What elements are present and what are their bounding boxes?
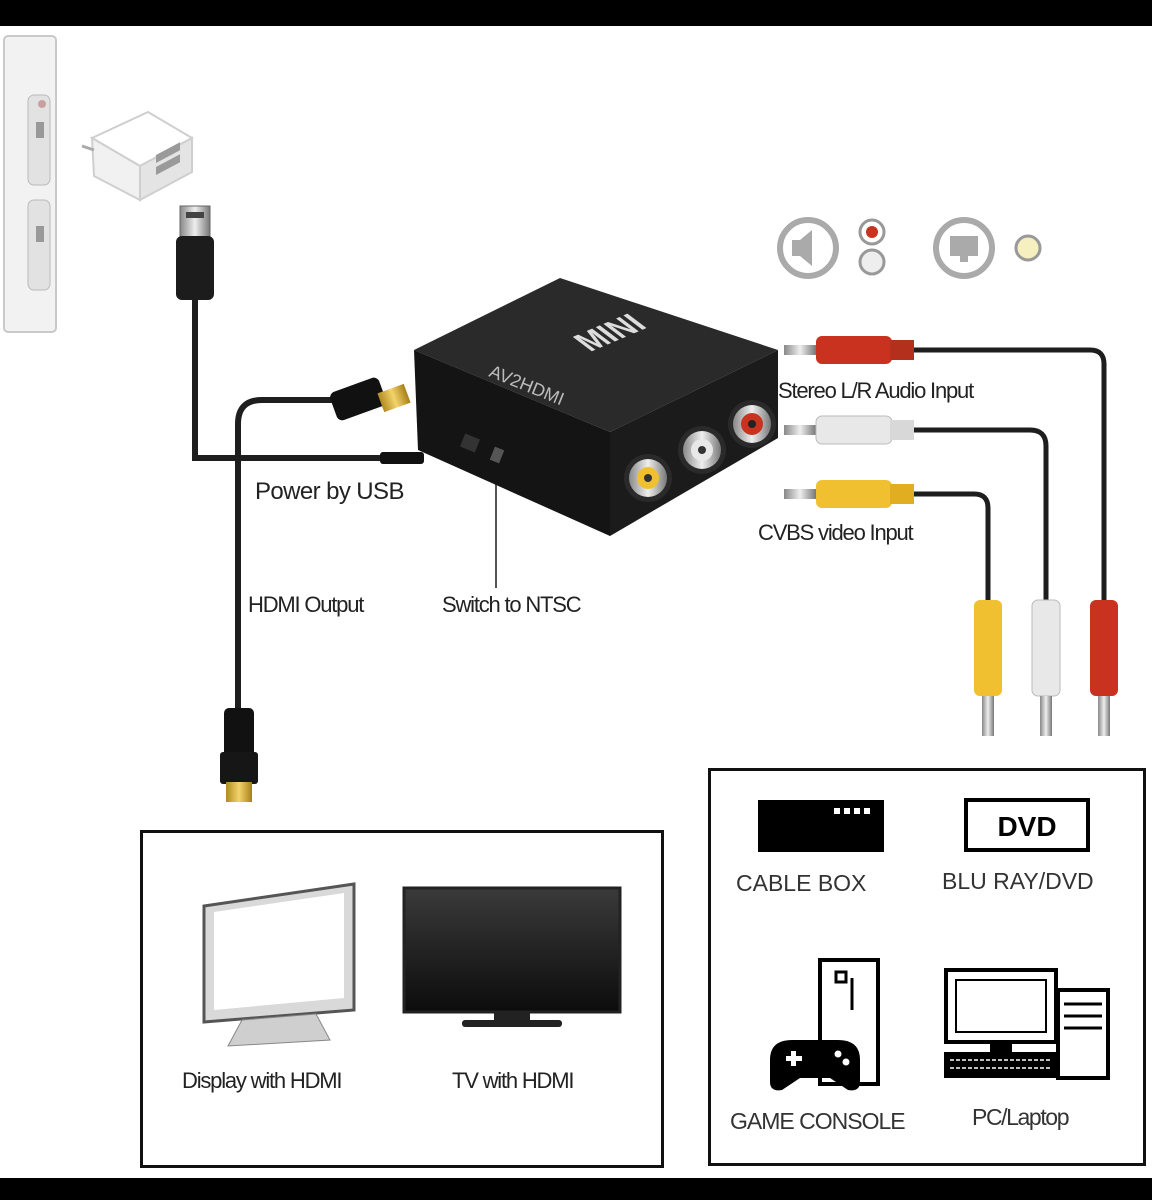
- rca-cable-yellow: [784, 480, 1002, 736]
- device-jack-white: [678, 426, 726, 474]
- display-with-hdmi-label: Display with HDMI: [182, 1068, 342, 1093]
- switch-to-ntsc-label: Switch to NTSC: [442, 592, 582, 617]
- usb-power-adapter: [81, 110, 195, 202]
- hdmi-cable: [220, 377, 411, 802]
- cable-box-label: CABLE BOX: [736, 870, 867, 896]
- dvd-logo-icon: DVD: [964, 798, 1090, 852]
- speaker-icon: [777, 217, 839, 279]
- game-console-icon: [770, 958, 880, 1091]
- dvd-logo-text: DVD: [997, 811, 1056, 842]
- stereo-audio-input-label: Stereo L/R Audio Input: [778, 378, 974, 403]
- game-console-label: GAME CONSOLE: [730, 1108, 906, 1134]
- rca-cable-red: [784, 336, 1118, 736]
- power-by-usb-label: Power by USB: [255, 478, 404, 505]
- pc-laptop-icon: [944, 968, 1110, 1080]
- device-jack-yellow: [624, 454, 672, 502]
- cvbs-video-input-label: CVBS video Input: [758, 520, 914, 545]
- bottom-border: [0, 1178, 1152, 1200]
- tv-icon: [402, 886, 622, 1027]
- blu-ray-dvd-label: BLU RAY/DVD: [942, 868, 1094, 894]
- pc-laptop-label: PC/Laptop: [972, 1104, 1069, 1130]
- wall-outlet: [3, 35, 57, 333]
- audio-jack-icon: [858, 218, 886, 276]
- source-devices-frame: [708, 768, 1146, 1166]
- video-jack-icon: [1014, 234, 1042, 262]
- top-border: [0, 0, 1152, 26]
- display-monitor-icon: [202, 882, 356, 1047]
- monitor-icon: [933, 217, 995, 279]
- hdmi-output-label: HDMI Output: [248, 592, 364, 617]
- device-jack-red: [728, 400, 776, 448]
- converter-box: MINI AV2HDMI: [414, 278, 778, 536]
- output-devices-frame: [140, 830, 664, 1168]
- usb-cable: [176, 205, 424, 464]
- rca-cable-white: [784, 415, 1061, 736]
- tv-with-hdmi-label: TV with HDMI: [452, 1068, 574, 1093]
- cable-box-icon: [758, 800, 884, 852]
